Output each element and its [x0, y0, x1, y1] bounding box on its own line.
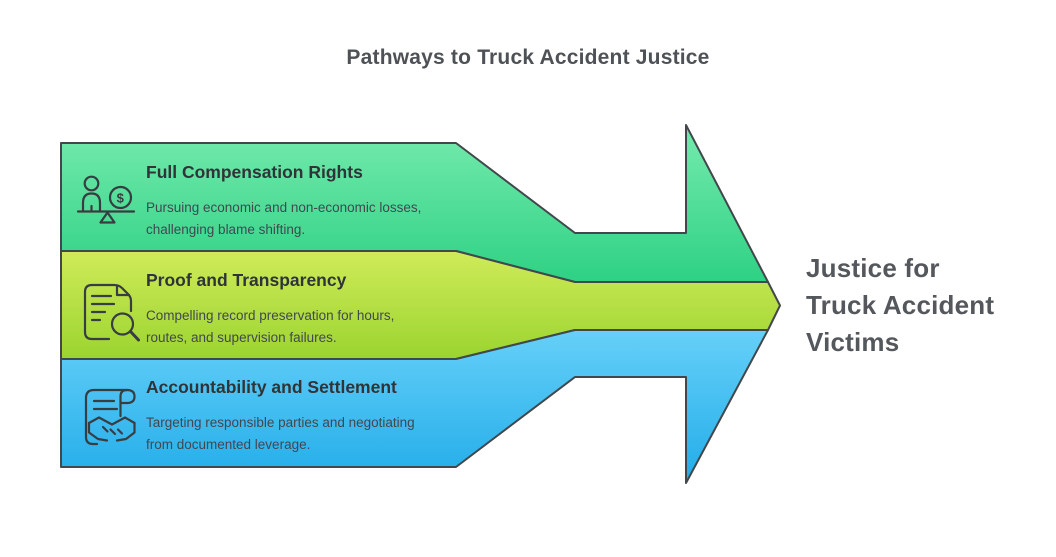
dollar-glyph: $	[117, 190, 125, 205]
band-description: Pursuing economic and non-economic losse…	[146, 200, 422, 237]
band-description: Targeting responsible parties and negoti…	[146, 415, 415, 452]
balance-person-dollar-icon: $	[76, 175, 136, 224]
contract-handshake-icon	[84, 388, 136, 446]
band-accountability-settlement: Accountability and Settlement Targeting …	[146, 377, 476, 456]
band-proof-transparency: Proof and Transparency Compelling record…	[146, 270, 476, 349]
band-title: Proof and Transparency	[146, 270, 347, 290]
band-title: Full Compensation Rights	[146, 162, 363, 182]
band-full-compensation: Full Compensation Rights Pursuing econom…	[146, 162, 476, 241]
band-shape-accountability-settlement	[60, 329, 769, 484]
band-title: Accountability and Settlement	[146, 377, 397, 397]
page-title: Pathways to Truck Accident Justice	[346, 46, 710, 69]
document-magnifier-icon	[83, 283, 140, 342]
band-description: Compelling record preservation for hours…	[146, 308, 395, 345]
arrow-outcome-label: Justice for Truck Accident Victims	[806, 253, 995, 357]
